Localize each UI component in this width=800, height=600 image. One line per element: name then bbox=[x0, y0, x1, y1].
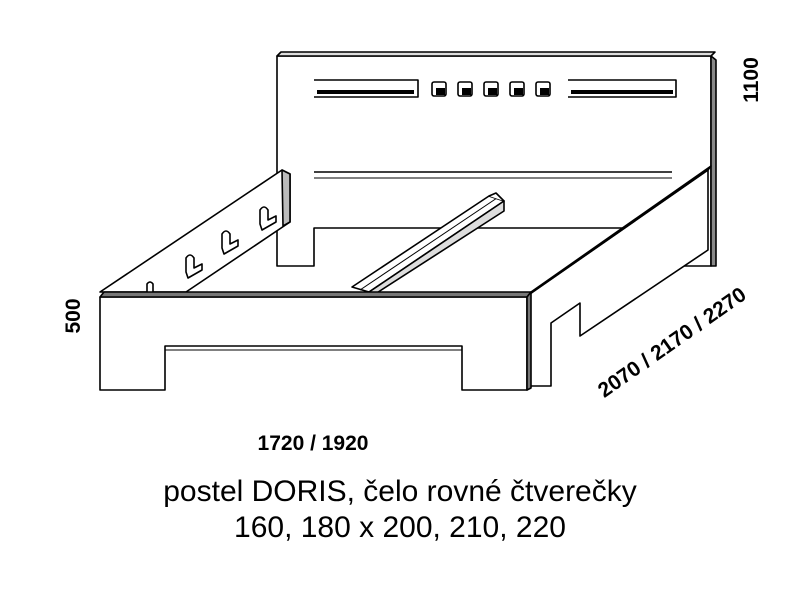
left-side-rail bbox=[99, 169, 291, 293]
headboard bbox=[276, 51, 717, 267]
slat-brackets bbox=[146, 206, 277, 292]
dimension-width: 1720 / 1920 bbox=[258, 432, 369, 455]
center-beam bbox=[351, 192, 505, 297]
footboard bbox=[99, 291, 532, 391]
headboard-squares bbox=[431, 81, 551, 97]
dimension-height-headboard: 1100 bbox=[740, 57, 763, 103]
caption-sizes: 160, 180 x 200, 210, 220 bbox=[234, 511, 566, 544]
dimension-height-footboard: 500 bbox=[62, 298, 85, 333]
caption-title: postel DORIS, čelo rovné čtverečky bbox=[163, 475, 637, 508]
